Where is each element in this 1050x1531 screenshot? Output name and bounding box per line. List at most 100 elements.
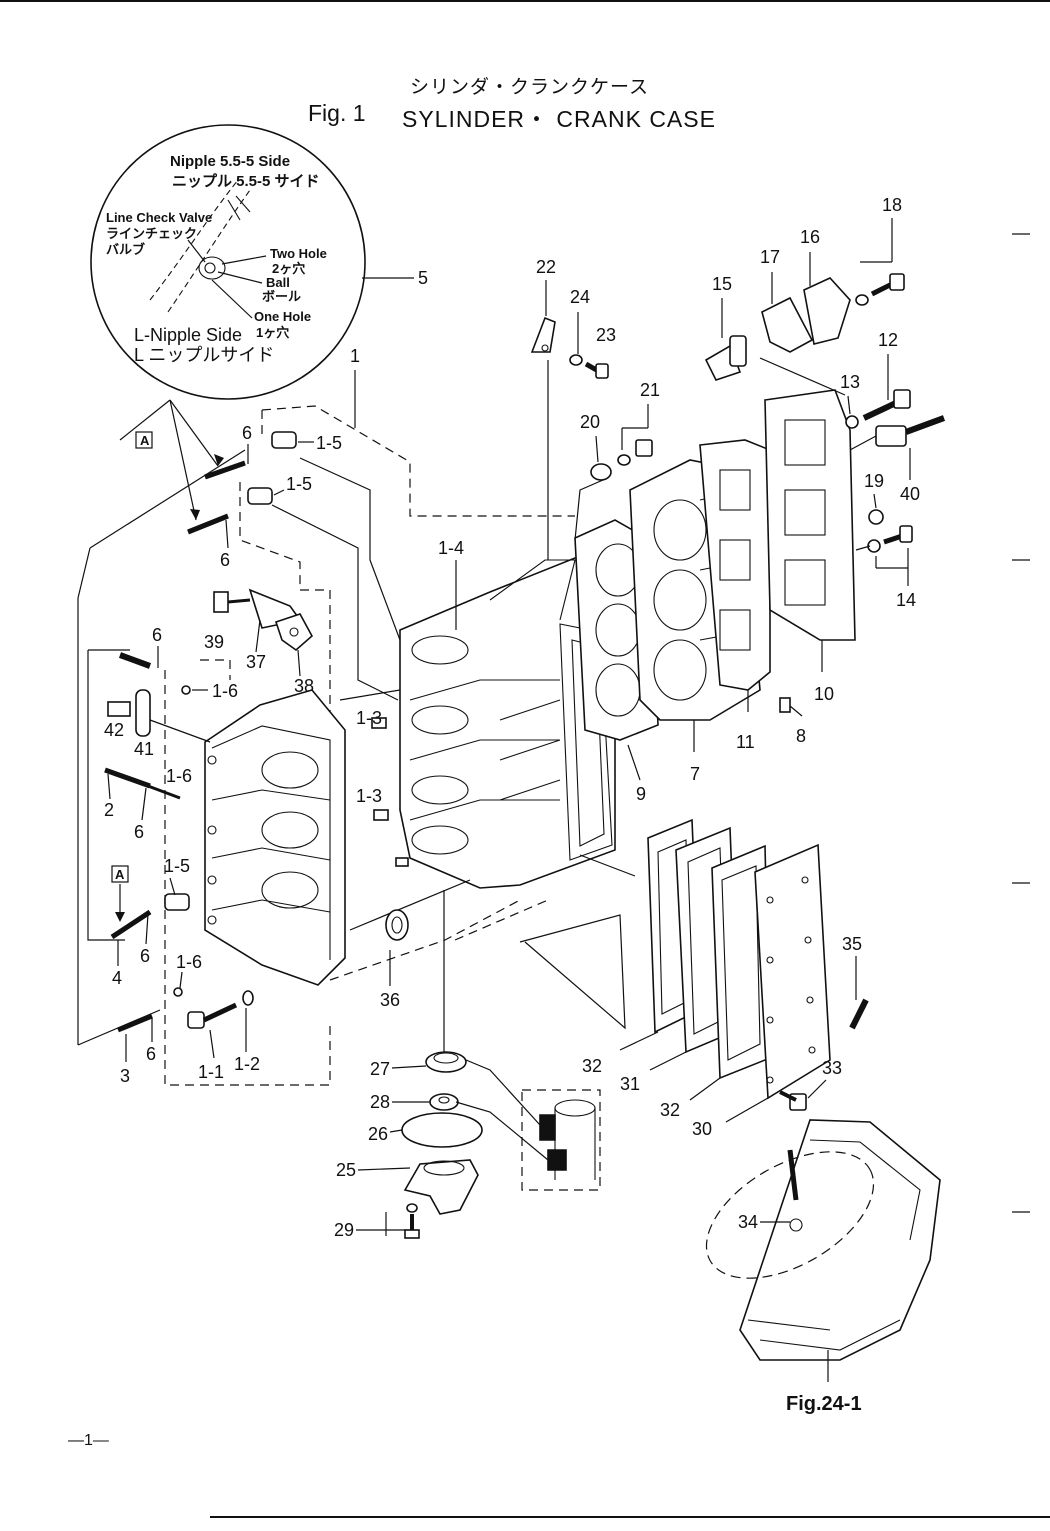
callout-1-5-c: 1-5 [164, 856, 190, 876]
bolt-12 [862, 389, 911, 421]
seal-28 [429, 1093, 459, 1111]
callout-20: 20 [580, 412, 600, 432]
thermostat-cover-16 [803, 277, 851, 345]
cylinder-head-cover-10 [764, 389, 856, 641]
callout-37: 37 [246, 652, 266, 672]
inset-nipple-side-label: Nipple 5.5-5 Side [170, 153, 290, 170]
callout-9: 9 [636, 784, 646, 804]
inset-two-hole-label: Two Hole [270, 246, 327, 261]
gasket-17 [761, 296, 814, 353]
callout-34: 34 [738, 1212, 758, 1232]
callout-40: 40 [900, 484, 920, 504]
callout-33: 33 [822, 1058, 842, 1078]
title-english: SYLINDER・ CRANK CASE [402, 106, 716, 132]
exhaust-gasket-32-b [711, 844, 771, 1080]
dowel-pin-8 [779, 697, 791, 713]
callout-1-6-b: 1-6 [166, 766, 192, 786]
oil-seal-36 [385, 909, 409, 941]
check-valve-detail-inset: Nipple 5.5-5 Side ニップル 5.5-5 サイド Line Ch… [90, 124, 366, 400]
oil-seal-27 [425, 1051, 467, 1073]
callout-22: 22 [536, 257, 556, 277]
callout-32-a: 32 [582, 1056, 602, 1076]
callout-18: 18 [882, 195, 902, 215]
callout-10: 10 [814, 684, 834, 704]
callout-21: 21 [640, 380, 660, 400]
reference-box-a-top: A [140, 433, 150, 448]
hose-pipe-6-top [118, 460, 246, 669]
callout-1-4: 1-4 [438, 538, 464, 558]
seal-section-detail-box [521, 1089, 601, 1191]
bolt-29 [404, 1203, 420, 1239]
dowel-pin-1-3-a [371, 717, 387, 729]
inset-one-hole-jp-label: 1ヶ穴 [256, 325, 289, 340]
callout-7: 7 [690, 764, 700, 784]
dowel-35 [849, 998, 869, 1030]
o-ring-26 [401, 1112, 483, 1148]
inset-line-check-valve-label: Line Check Valve [106, 210, 212, 225]
callout-35: 35 [842, 934, 862, 954]
callout-1-1: 1-1 [198, 1062, 224, 1082]
callout-36: 36 [380, 990, 400, 1010]
callout-4: 4 [112, 968, 122, 988]
callout-1-5-b: 1-5 [286, 474, 312, 494]
bolt-21 [635, 439, 653, 457]
callout-2: 2 [104, 800, 114, 820]
callout-39: 39 [204, 632, 224, 652]
bolt-14 [883, 525, 913, 545]
callout-26: 26 [368, 1124, 388, 1144]
reference-figure-label: Fig.24-1 [786, 1393, 862, 1415]
inset-l-nipple-side-jp-label: L ニップルサイド [134, 345, 274, 365]
callout-1-6-a: 1-6 [212, 681, 238, 701]
thermostat-15 [704, 335, 747, 381]
callout-1: 1 [350, 346, 360, 366]
callout-6-e: 6 [140, 946, 150, 966]
lower-case-reference-drawing [705, 1119, 941, 1361]
inset-two-hole-jp-label: 2ヶ穴 [272, 261, 305, 276]
callout-6-a: 6 [242, 423, 252, 443]
crank-case-left-half [204, 689, 346, 986]
callout-32-b: 32 [660, 1100, 680, 1120]
callout-6-f: 6 [146, 1044, 156, 1064]
callout-3: 3 [120, 1066, 130, 1086]
clip-41 [135, 689, 151, 737]
callout-17: 17 [760, 247, 780, 267]
callout-42: 42 [104, 720, 124, 740]
callout-11: 11 [736, 732, 755, 752]
exhaust-cover-30 [754, 843, 831, 1100]
callout-19: 19 [864, 471, 884, 491]
inset-nipple-side-jp-label: ニップル 5.5-5 サイド [172, 173, 320, 190]
washer-20 [590, 463, 612, 481]
callout-30: 30 [692, 1119, 712, 1139]
bolt-1-1 [187, 990, 254, 1029]
washer-24 [569, 354, 583, 366]
callout-6-b: 6 [220, 550, 230, 570]
nipple-40 [875, 415, 946, 447]
callout-1-3-a: 1-3 [356, 708, 382, 728]
dowel-pin-small [395, 857, 409, 867]
callout-1-5-a: 1-5 [316, 433, 342, 453]
elbow-nipple-1-5 [164, 431, 297, 911]
nipple-1-6-a [181, 685, 191, 695]
callout-28: 28 [370, 1092, 390, 1112]
hose-2 [104, 767, 151, 789]
callout-14: 14 [896, 590, 916, 610]
plug-19 [868, 509, 884, 525]
callout-23: 23 [596, 325, 616, 345]
nipple-1-6-c [173, 987, 183, 997]
callout-24: 24 [570, 287, 590, 307]
exhaust-gasket-11 [699, 439, 771, 691]
callout-12: 12 [878, 330, 898, 350]
hose-4 [110, 909, 152, 940]
inset-one-hole-label: One Hole [254, 309, 311, 324]
callout-41: 41 [134, 739, 154, 759]
washer-13 [845, 415, 859, 429]
callout-16: 16 [800, 227, 820, 247]
inset-line-check-valve-jp1: ラインチェック [106, 226, 197, 241]
callout-6-c: 6 [152, 625, 162, 645]
callout-1-6-c: 1-6 [176, 952, 202, 972]
hose-3 [117, 1013, 153, 1033]
bottom-rule [210, 1516, 1050, 1518]
callout-1-2: 1-2 [234, 1054, 260, 1074]
title-japanese: シリンダ・クランクケース [410, 77, 650, 98]
